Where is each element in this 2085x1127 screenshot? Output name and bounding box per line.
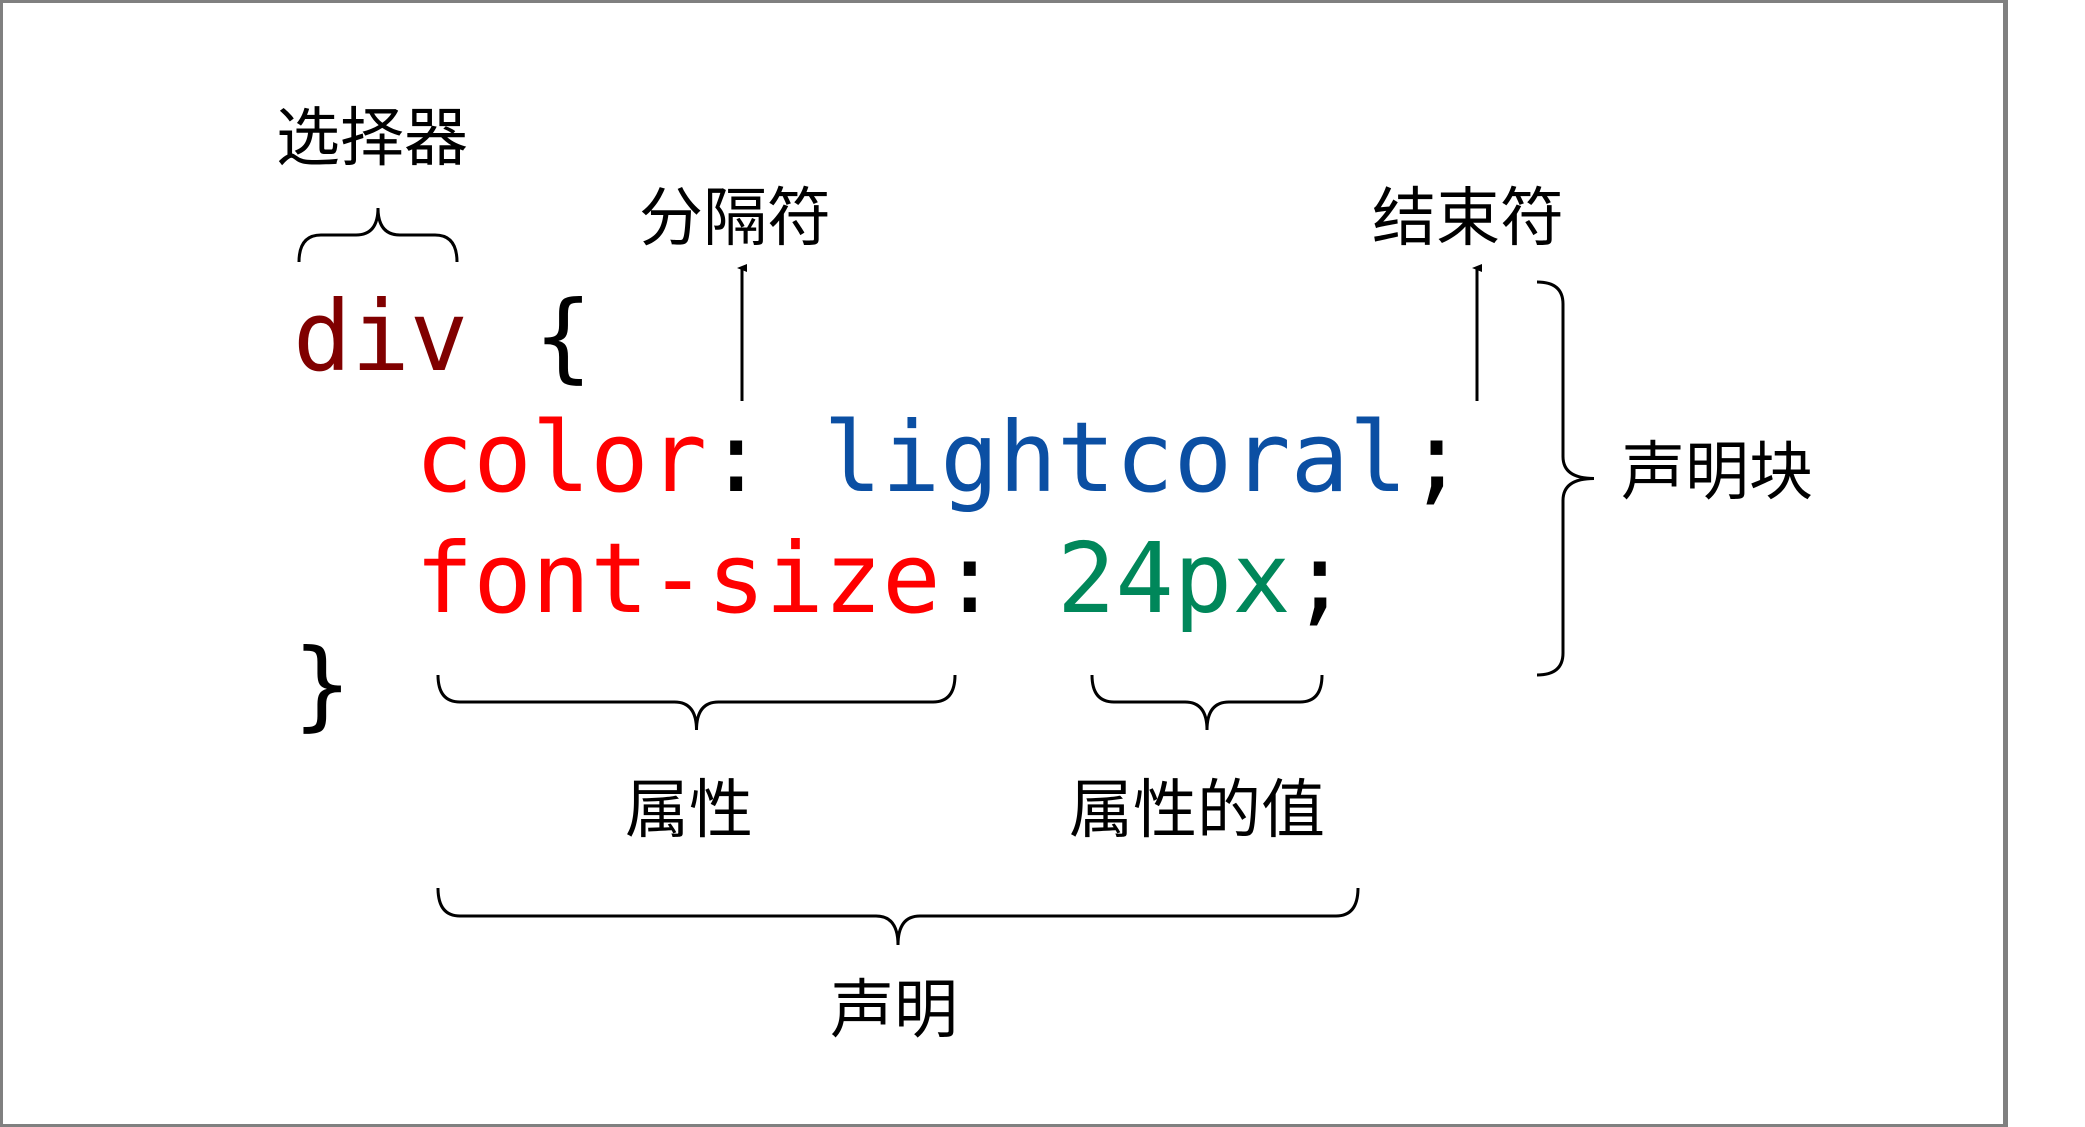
label-separator: 分隔符 <box>639 182 831 256</box>
code-value-lightcoral: lightcoral <box>823 401 1407 514</box>
code-selector-line: div { <box>293 280 592 393</box>
diagram-frame <box>0 0 2008 1127</box>
code-property-font-size: font-size <box>415 522 941 635</box>
label-terminator: 结束符 <box>1372 182 1564 256</box>
code-semicolon-1: ; <box>1407 401 1465 514</box>
label-property-value: 属性的值 <box>1069 774 1325 848</box>
property-brace <box>436 674 957 731</box>
code-declaration-2: font-size:24px; <box>415 522 1349 635</box>
property-value-brace <box>1090 674 1324 731</box>
code-declaration-1: color: lightcoral; <box>415 401 1466 514</box>
code-value-24px: 24px <box>1057 522 1291 635</box>
code-semicolon-2: ; <box>1291 522 1349 635</box>
code-property-color: color <box>415 401 707 514</box>
selector-brace <box>297 207 459 263</box>
label-declaration-block: 声明块 <box>1621 436 1813 510</box>
code-colon-1: : <box>707 401 765 514</box>
declaration-block-brace <box>1536 280 1595 677</box>
code-selector: div <box>293 280 468 393</box>
label-declaration: 声明 <box>830 974 958 1048</box>
code-colon-2: : <box>941 522 999 635</box>
code-open-brace: { <box>534 280 592 393</box>
code-close-brace: } <box>293 628 351 741</box>
declaration-brace <box>436 887 1360 946</box>
label-selector: 选择器 <box>276 102 468 176</box>
label-property: 属性 <box>625 774 753 848</box>
